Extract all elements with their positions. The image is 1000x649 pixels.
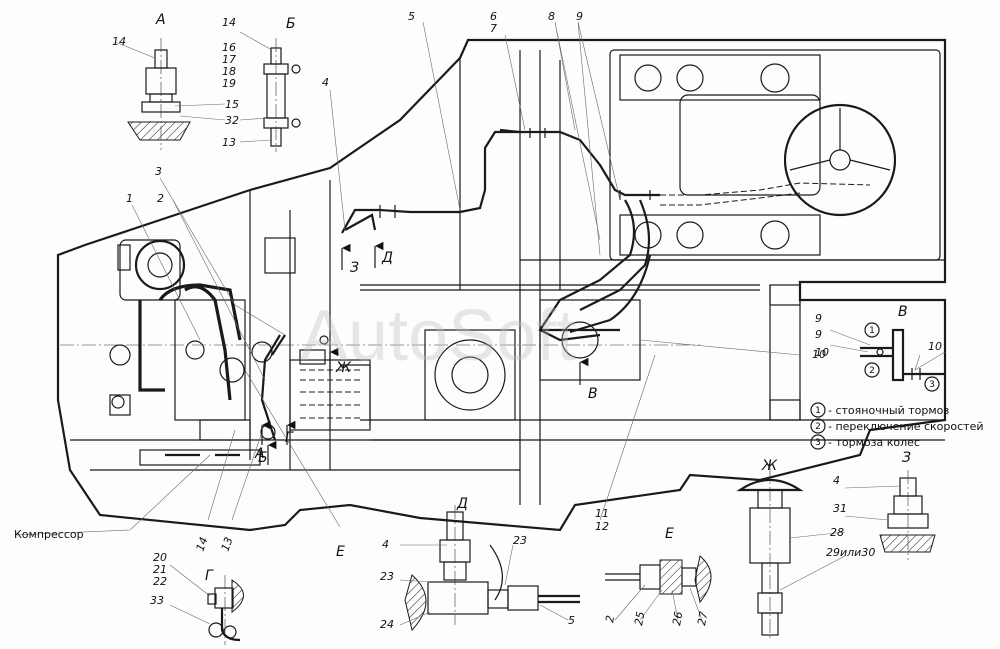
callout-28: 28 xyxy=(830,526,844,539)
callout-13-main: 13 xyxy=(219,535,236,553)
detail-view-B xyxy=(239,31,301,152)
callout-1: 1 xyxy=(126,192,133,205)
callout-27: 27 xyxy=(695,610,710,626)
circle-3: 3 xyxy=(929,380,935,390)
view-marker-A: А xyxy=(254,446,265,462)
tractor-body xyxy=(56,38,947,532)
view-marker-D: Д xyxy=(381,250,393,266)
callout-21: 21 xyxy=(153,563,167,576)
callout-4-view-D: 4 xyxy=(382,538,389,551)
callout-5-main: 5 xyxy=(408,10,415,23)
legend-num-1: 1 xyxy=(815,406,821,416)
callout-4-main: 4 xyxy=(322,76,329,89)
callout-7: 7 xyxy=(490,22,497,35)
view-label-E-title: Е xyxy=(665,526,674,542)
circle-2: 2 xyxy=(869,366,875,376)
callout-13-view-B: 13 xyxy=(222,136,236,149)
callout-10-view-V: 10 xyxy=(928,340,942,353)
callout-9-view-V-b: 9 xyxy=(815,328,822,341)
callout-4-view-Z: 4 xyxy=(833,474,840,487)
callout-10-view-V-left: 10 xyxy=(815,346,829,359)
callout-14-view-A: 14 xyxy=(112,35,126,48)
view-marker-B: Б xyxy=(258,450,268,466)
legend-num-3: 3 xyxy=(815,438,821,448)
callout-19: 19 xyxy=(222,77,236,90)
view-label-A: А xyxy=(155,12,166,28)
callout-23-right: 23 xyxy=(513,534,527,547)
callout-11: 11 xyxy=(595,507,609,520)
legend: 1 - стояночный тормоз 2 - переключение с… xyxy=(810,402,984,450)
callout-20: 20 xyxy=(153,551,167,564)
callout-12: 12 xyxy=(595,520,609,533)
detail-view-ZH xyxy=(736,465,846,640)
callout-6: 6 xyxy=(490,10,497,23)
view-label-B-title: Б xyxy=(286,16,296,32)
view-marker-G: Г xyxy=(285,430,294,446)
view-V-circle-markers: 1 2 3 xyxy=(864,322,940,392)
leader-lines xyxy=(14,21,801,536)
callout-24: 24 xyxy=(380,618,394,631)
callout-22: 22 xyxy=(153,575,167,588)
callout-25: 25 xyxy=(632,610,647,626)
detail-view-A xyxy=(114,38,226,150)
view-label-G-title: Г xyxy=(205,568,214,584)
callout-14-view-B: 14 xyxy=(222,16,236,29)
detail-view-D xyxy=(399,505,580,632)
engine-compressor-area xyxy=(109,237,371,466)
callout-2: 2 xyxy=(157,192,164,205)
callout-33: 33 xyxy=(150,594,164,607)
legend-text-1: - стояночный тормоз xyxy=(828,404,949,417)
view-letters: А Б В Ж З Д Е Г З Д Ж В Г Б А Е xyxy=(155,12,911,584)
callout-26: 26 xyxy=(670,610,685,626)
callout-10-main: 10 xyxy=(812,348,826,361)
detail-view-V xyxy=(829,328,946,382)
callout-17: 17 xyxy=(222,53,236,66)
view-marker-ZH: Ж xyxy=(335,360,352,376)
detail-view-G xyxy=(169,564,244,645)
callout-16: 16 xyxy=(222,41,236,54)
callout-32: 32 xyxy=(225,114,239,127)
brake-lines xyxy=(260,128,871,441)
view-label-D-title: Д xyxy=(456,496,468,512)
view-label-ZH-title: Ж xyxy=(761,458,778,474)
callout-31: 31 xyxy=(833,502,847,515)
view-marker-E: Е xyxy=(336,544,345,560)
detail-view-Z xyxy=(844,470,936,560)
watermark: AutoSoft xyxy=(300,296,576,376)
view-label-Z-title: З xyxy=(902,450,911,466)
view-marker-Z: З xyxy=(350,260,359,276)
view-label-V-title: В xyxy=(898,304,908,320)
callout-2-view-E: 2 xyxy=(603,614,617,623)
callout-5-view-D: 5 xyxy=(568,614,575,627)
callout-9-view-V-a: 9 xyxy=(815,312,822,325)
legend-text-3: - тормоза колес xyxy=(828,436,920,449)
callout-15: 15 xyxy=(225,98,239,111)
callout-23-left: 23 xyxy=(380,570,394,583)
callout-29-or-30: 29или30 xyxy=(826,546,875,559)
view-arrows xyxy=(261,241,589,465)
legend-text-2: - переключение скоростей xyxy=(828,420,984,433)
circle-1: 1 xyxy=(869,326,875,336)
callout-14-main: 14 xyxy=(194,535,211,553)
callout-9-main: 9 xyxy=(576,10,583,23)
callout-18: 18 xyxy=(222,65,236,78)
view-marker-V: В xyxy=(588,386,598,402)
callout-3: 3 xyxy=(155,165,162,178)
legend-num-2: 2 xyxy=(815,422,821,432)
callout-8: 8 xyxy=(548,10,555,23)
callout-labels: 14 15 32 14 16 17 18 19 13 3 1 2 4 5 6 7… xyxy=(112,10,942,631)
compressor-label: Компрессор xyxy=(14,528,84,541)
detail-view-E xyxy=(605,555,712,621)
